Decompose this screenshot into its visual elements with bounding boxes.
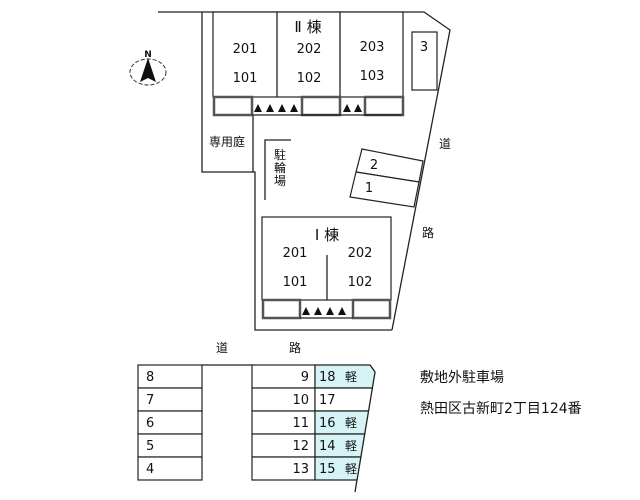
parking-number: 8 — [146, 370, 154, 385]
kei-car-tag: 軽 — [345, 416, 357, 430]
kei-car-tag: 軽 — [345, 370, 357, 384]
unit-label: 103 — [360, 69, 385, 84]
balcony — [300, 95, 342, 117]
building-2: Ⅱ 棟 201 101 202 102 203 103 — [212, 11, 405, 117]
svg-text:輪: 輪 — [274, 160, 286, 175]
parking-number: 6 — [146, 416, 154, 431]
parking-number: 4 — [146, 462, 154, 477]
svg-text:2: 2 — [370, 158, 378, 173]
building-1-title: Ⅰ 棟 — [315, 226, 339, 244]
kei-car-tag: 軽 — [345, 462, 357, 476]
bicycle-parking: 駐 輪 場 — [264, 139, 291, 200]
parking-number: 14 — [319, 439, 336, 454]
parking-number: 7 — [146, 393, 154, 408]
balcony — [363, 95, 405, 117]
entrance-markers — [254, 104, 362, 112]
road-label-bottom: 路 — [289, 340, 301, 355]
offsite-parking-title: 敷地外駐車場 — [420, 369, 504, 386]
balcony — [261, 298, 302, 320]
balcony — [351, 298, 392, 320]
parking-number: 16 — [319, 416, 336, 431]
balcony — [212, 95, 254, 117]
unit-label: 201 — [233, 42, 258, 57]
unit-label: 202 — [297, 42, 322, 57]
parking-number: 10 — [292, 393, 309, 408]
parking-number: 5 — [146, 439, 154, 454]
parking-space — [137, 456, 203, 481]
unit-label: 102 — [297, 71, 322, 86]
unit-label: 203 — [360, 40, 385, 55]
entrance-markers — [302, 307, 346, 315]
kei-parking-space — [314, 456, 362, 481]
compass-north-label: N — [144, 50, 152, 60]
unit-label: 201 — [283, 246, 308, 261]
road-label-right: 道 — [439, 137, 451, 151]
road-label-right: 路 — [422, 225, 434, 240]
offsite-parking: 8 7 6 5 4 9 10 11 12 13 18 軽 17 16 軽 14 軽 15 軽 — [137, 364, 376, 493]
unit-label: 102 — [348, 275, 373, 290]
unit-label: 202 — [348, 246, 373, 261]
parking-space-3 — [411, 31, 438, 91]
building-1: Ⅰ 棟 201 101 202 102 — [261, 216, 392, 320]
svg-text:1: 1 — [365, 181, 373, 196]
compass-icon: N — [129, 50, 167, 86]
kei-parking-space — [314, 364, 376, 389]
parking-number: 18 — [319, 370, 336, 385]
parking-number: 17 — [319, 393, 336, 408]
kei-car-tag: 軽 — [345, 439, 357, 453]
building-2-title: Ⅱ 棟 — [294, 18, 321, 36]
offsite-parking-address: 熱田区古新町2丁目124番 — [420, 401, 582, 417]
unit-label: 101 — [233, 71, 258, 86]
parking-number: 13 — [292, 462, 309, 477]
parking-number: 15 — [319, 462, 336, 477]
parking-number: 9 — [301, 370, 309, 385]
parking-space-1 — [349, 171, 420, 208]
road-label-bottom: 道 — [216, 341, 228, 355]
private-garden-label: 専用庭 — [209, 134, 245, 149]
svg-text:場: 場 — [274, 174, 286, 188]
onsite-parking: 3 2 1 — [349, 31, 438, 208]
parking-number: 12 — [292, 439, 309, 454]
unit-label: 101 — [283, 275, 308, 290]
svg-text:駐: 駐 — [274, 147, 286, 162]
svg-text:3: 3 — [420, 40, 428, 55]
parking-number: 11 — [292, 416, 309, 431]
